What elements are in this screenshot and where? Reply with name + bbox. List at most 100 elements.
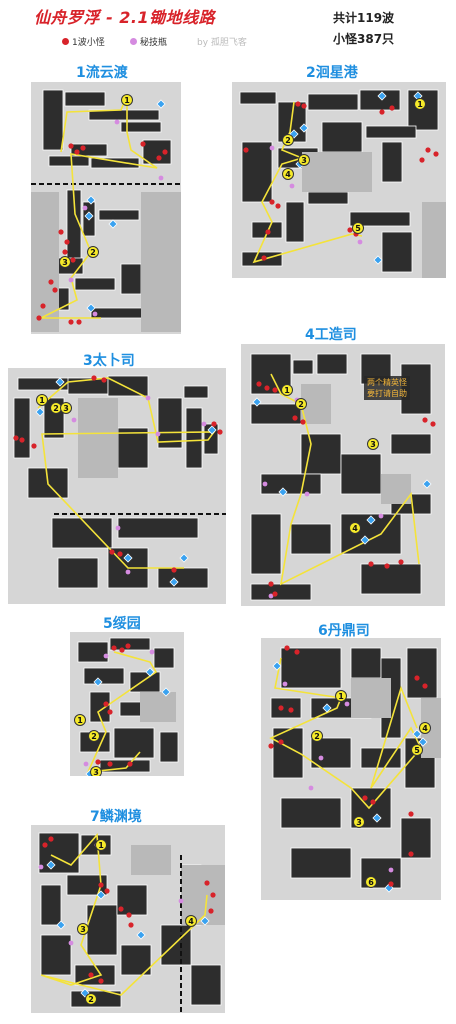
map-building — [13, 397, 31, 459]
enemy-wave-marker — [211, 421, 217, 427]
elite-note-line1: 两个精英怪 — [367, 378, 407, 387]
route-step-label: 1 — [124, 96, 130, 105]
map-building — [250, 513, 282, 575]
enemy-wave-marker — [111, 645, 117, 651]
teleport-icon — [123, 553, 133, 563]
skill-bottle-icon — [178, 898, 184, 904]
enemy-wave-marker — [13, 435, 19, 441]
map-canvas-1: 123 — [31, 82, 181, 334]
enemy-wave-marker — [48, 836, 54, 842]
teleport-icon — [84, 211, 94, 221]
skill-bottle-icon — [149, 649, 155, 655]
map-building — [250, 403, 302, 425]
enemy-wave-marker — [140, 141, 146, 147]
teleport-icon — [200, 916, 210, 926]
map-building — [113, 727, 155, 759]
skill-bottle-icon — [155, 431, 161, 437]
enemy-wave-marker — [284, 645, 290, 651]
map-plaza — [381, 474, 411, 504]
enemy-wave-marker — [70, 257, 76, 263]
enemy-wave-marker — [31, 443, 37, 449]
route-step-marker — [88, 730, 100, 742]
map-building — [381, 141, 403, 183]
teleport-icon — [179, 553, 189, 563]
map-building — [350, 647, 382, 679]
teleport-icon — [156, 99, 166, 109]
enemy-wave-marker — [107, 709, 113, 715]
route-step-marker — [298, 154, 310, 166]
map-building — [157, 567, 209, 589]
enemy-wave-marker — [430, 421, 436, 427]
enemy-wave-marker — [278, 739, 284, 745]
enemy-wave-marker — [171, 567, 177, 573]
enemy-wave-marker — [107, 761, 113, 767]
enemy-wave-marker — [42, 842, 48, 848]
map-building — [280, 797, 342, 829]
enemy-wave-marker — [125, 643, 131, 649]
teleport-icon — [418, 737, 428, 747]
map-building — [360, 563, 422, 595]
enemy-wave-marker — [272, 591, 278, 597]
enemy-wave-marker — [74, 149, 80, 155]
map-building — [239, 91, 277, 105]
route-step-label: 2 — [90, 248, 96, 257]
teleport-icon — [412, 729, 422, 739]
route-step-label: 2 — [314, 732, 320, 741]
teleport-icon — [169, 577, 179, 587]
route-step-marker — [365, 876, 377, 888]
author-credit: by 孤胆飞客 — [197, 38, 247, 48]
enemy-wave-marker — [300, 419, 306, 425]
map-building — [83, 667, 125, 685]
map-building — [185, 407, 203, 469]
map-title-1: 1流云渡 — [76, 65, 128, 81]
route-line — [40, 833, 208, 996]
enemy-wave-marker — [156, 155, 162, 161]
skill-bottle-icon — [145, 395, 151, 401]
map-building — [129, 671, 161, 693]
enemy-wave-marker — [76, 319, 82, 325]
enemy-wave-marker — [98, 882, 104, 888]
map-title-6: 6丹鼎司 — [318, 623, 370, 639]
skill-bottle-icon — [68, 940, 74, 946]
route-step-label: 4 — [352, 524, 358, 533]
total-mobs: 小怪387只 — [333, 32, 395, 46]
map-plaza — [422, 202, 446, 278]
map-building — [120, 121, 162, 133]
teleport-icon — [322, 703, 332, 713]
map-building — [349, 211, 411, 227]
map-building — [74, 277, 116, 291]
legend-skill-label: 秘技瓶 — [140, 38, 168, 48]
route-step-marker — [282, 168, 294, 180]
map-building — [120, 263, 142, 295]
map-building — [270, 697, 302, 719]
enemy-wave-marker — [162, 149, 168, 155]
enemy-wave-marker — [68, 143, 74, 149]
enemy-wave-marker — [91, 375, 97, 381]
teleport-icon — [299, 123, 309, 133]
enemy-wave-marker — [52, 287, 58, 293]
route-step-marker — [352, 222, 364, 234]
map-building — [66, 874, 108, 896]
teleport-icon — [377, 91, 387, 101]
teleport-icon — [93, 677, 103, 687]
skill-bottle-icon — [114, 119, 120, 125]
legend-skill: 秘技瓶 — [130, 35, 167, 48]
skill-bottle-icon — [82, 205, 88, 211]
enemy-wave-marker — [88, 972, 94, 978]
teleport-icon — [56, 920, 66, 930]
map-title-4: 4工造司 — [305, 327, 357, 343]
route-step-label: 5 — [355, 224, 361, 233]
enemy-wave-marker — [408, 811, 414, 817]
route-step-label: 6 — [368, 878, 374, 887]
wave-dot-icon — [62, 38, 69, 45]
map-plaza — [31, 192, 59, 332]
